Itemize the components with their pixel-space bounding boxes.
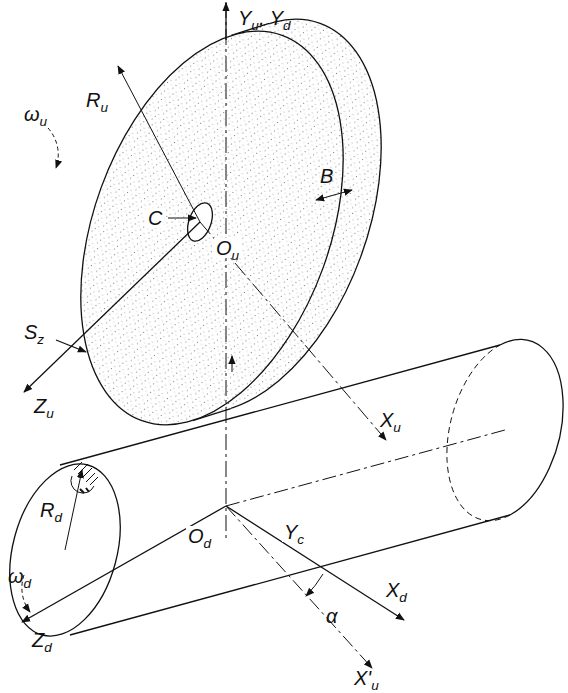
glyph: Y <box>270 7 283 29</box>
glyph: ω <box>24 103 40 125</box>
glyph: d <box>44 640 52 655</box>
glyph: u <box>40 114 48 129</box>
axis-label: Xu <box>378 410 403 430</box>
axis-label: Zd <box>30 630 54 650</box>
axis-label: Ru <box>84 90 110 110</box>
glyph: R <box>40 499 54 521</box>
glyph: d <box>54 510 62 525</box>
axis-label: B <box>318 166 335 186</box>
glyph: d <box>204 536 212 551</box>
axis-label: Yu, Yd <box>236 8 293 28</box>
glyph: ω <box>8 565 24 587</box>
glyph: d <box>399 590 407 605</box>
axis-label: Od <box>186 526 213 546</box>
glyph: B <box>320 165 333 187</box>
axis-label: ωd <box>6 566 33 586</box>
axis-label: X'u <box>352 668 381 688</box>
glyph: O <box>216 237 232 259</box>
glyph: u <box>100 100 108 115</box>
axis-label: Zu <box>32 396 56 416</box>
glyph: Z <box>32 629 44 651</box>
glyph: u <box>232 248 240 263</box>
axis-label: Yc <box>282 522 306 542</box>
axis-label: Rd <box>38 500 64 520</box>
axis-label: α <box>324 606 339 626</box>
glyph: O <box>188 525 204 547</box>
glyph: Z <box>34 395 46 417</box>
glyph: α <box>326 605 337 627</box>
glyph: X <box>386 579 399 601</box>
glyph <box>264 7 269 29</box>
glyph: u <box>371 678 379 693</box>
axis-label: Ou <box>214 238 241 258</box>
glyph: d <box>283 18 291 33</box>
glyph: z <box>37 332 44 347</box>
axis-label: Xd <box>384 580 409 600</box>
glyph: u <box>251 18 259 33</box>
glyph: X <box>354 667 367 689</box>
glyph: X <box>380 409 393 431</box>
axis-label: Sz <box>22 322 46 342</box>
glyph: d <box>24 576 32 591</box>
glyph: u <box>46 406 54 421</box>
glyph: Y <box>284 521 297 543</box>
glyph: ' <box>367 667 371 689</box>
axis-label: C <box>146 208 164 228</box>
glyph: u <box>393 420 401 435</box>
glyph: Y <box>238 7 251 29</box>
glyph: R <box>86 89 100 111</box>
glyph: c <box>297 532 304 547</box>
glyph: S <box>24 321 37 343</box>
axis-label: ωu <box>22 104 49 124</box>
glyph: C <box>148 207 162 229</box>
glyph: , <box>259 7 265 29</box>
